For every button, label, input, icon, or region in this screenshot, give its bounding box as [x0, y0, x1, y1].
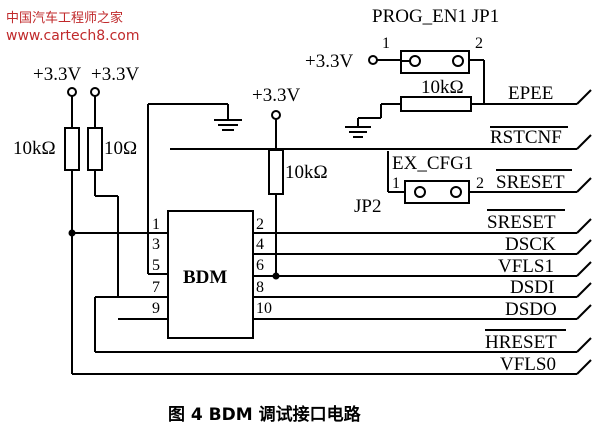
pin-6-label: 6	[256, 257, 264, 274]
epee-line	[576, 89, 592, 105]
pin-5-label: 5	[152, 257, 160, 274]
jp2-section: EX_CFG1 1 2 JP2 SRESET	[354, 151, 592, 217]
signal-sreset: SRESET	[487, 212, 556, 233]
jp1-power-terminal	[368, 55, 378, 65]
middle-pullup: +3.3V 10kΩ	[252, 85, 328, 276]
jp2-pin2	[450, 186, 462, 198]
rstcnf-net: RSTCNF	[170, 126, 592, 150]
pin-7-label: 7	[152, 279, 160, 296]
resistor-middle-label: 10kΩ	[285, 162, 328, 183]
power-middle-label: +3.3V	[252, 85, 300, 106]
jp1-power-label: +3.3V	[305, 51, 353, 72]
watermark-url: www.cartech8.com	[6, 28, 139, 44]
cfg-ref: JP2	[354, 196, 381, 217]
signal-dsdo: DSDO	[505, 299, 557, 320]
jp1-resistor-label: 10kΩ	[421, 77, 464, 98]
pin-9-label: 9	[152, 300, 160, 317]
chip-nets	[68, 218, 592, 375]
pin-10-label: 10	[256, 300, 272, 317]
jp1-resistor	[400, 96, 472, 112]
signal-labels: SRESET DSCK VFLS1 DSDI DSDO HRESET VFLS0	[485, 209, 566, 375]
left-pullups: +3.3V +3.3V 10kΩ 10Ω	[13, 64, 139, 374]
power-left-a-label: +3.3V	[33, 64, 81, 85]
signal-vfls0: VFLS0	[500, 354, 556, 375]
jp1-section: PROG_EN1 JP1 1 2 +3.3V 10kΩ EPEE	[305, 6, 592, 138]
jp1-pin1	[409, 55, 421, 67]
watermark-site-name: 中国汽车工程师之家	[6, 10, 123, 26]
signal-rstcnf: RSTCNF	[490, 127, 562, 148]
power-middle-terminal	[271, 110, 281, 120]
resistor-left-a-label: 10kΩ	[13, 138, 56, 159]
jp1-pin2-label: 2	[475, 35, 483, 52]
bdm-chip-label: BDM	[183, 267, 227, 288]
bdm-chip: BDM 1 2 3 4 5 6 7 8 9 10	[152, 210, 272, 339]
resistor-left-b	[87, 127, 103, 171]
figure-caption: 图 4 BDM 调试接口电路	[168, 404, 362, 425]
signal-hreset: HRESET	[485, 332, 557, 353]
pin-2-label: 2	[256, 216, 264, 233]
resistor-left-a	[64, 127, 80, 171]
jp1-title: PROG_EN1 JP1	[372, 6, 499, 27]
jp1-pin1-label: 1	[382, 35, 390, 52]
pin-4-label: 4	[256, 236, 264, 253]
pin-8-label: 8	[256, 279, 264, 296]
power-left-b-terminal	[90, 87, 100, 97]
power-left-b-label: +3.3V	[91, 64, 139, 85]
signal-epee: EPEE	[508, 83, 553, 104]
cfg-pin1-label: 1	[392, 175, 400, 192]
signal-vfls1: VFLS1	[498, 256, 554, 277]
pin-1-label: 1	[152, 216, 160, 233]
resistor-middle	[268, 149, 284, 195]
bdm-chip-body	[167, 210, 254, 339]
watermark: 中国汽车工程师之家 www.cartech8.com	[6, 10, 139, 44]
cfg-title: EX_CFG1	[392, 153, 473, 174]
signal-sreset-top: SRESET	[496, 172, 565, 193]
power-left-a-terminal	[67, 87, 77, 97]
cfg-pin2-label: 2	[476, 175, 484, 192]
pin5-ground-net	[147, 103, 242, 275]
signal-dsck: DSCK	[505, 234, 556, 255]
signal-dsdi: DSDI	[510, 277, 554, 298]
pin-3-label: 3	[152, 236, 160, 253]
jp1-pin2	[452, 55, 464, 67]
resistor-left-b-label: 10Ω	[104, 138, 137, 159]
jp2-pin1	[414, 186, 426, 198]
